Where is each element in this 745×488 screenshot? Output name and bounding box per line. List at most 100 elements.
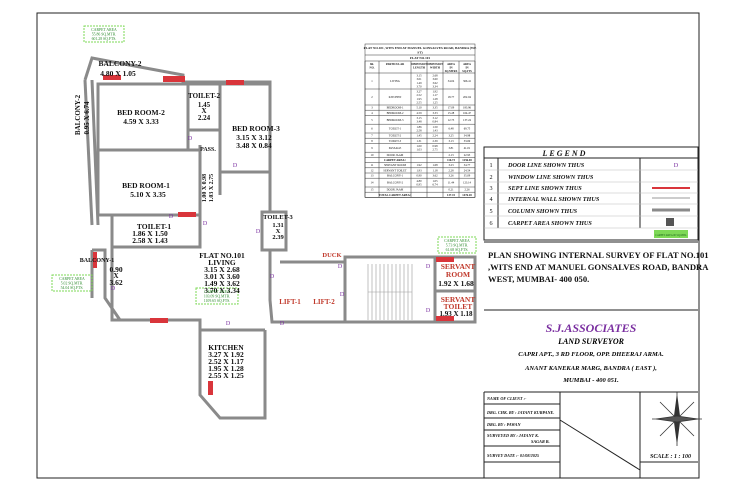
table-cell: 41.01 <box>464 146 471 150</box>
table-cell: 6 <box>371 127 373 131</box>
drawn-by: DRG. BY : PAWAN <box>486 422 521 427</box>
firm-block: S.J.ASSOCIATES LAND SURVEYOR CAPRI APT.,… <box>518 321 664 384</box>
windows <box>93 75 454 395</box>
legend-title: LEGEND <box>542 149 588 158</box>
room-balcony1-dim-b: 3.62 <box>109 278 122 287</box>
door-marker: D <box>270 274 275 280</box>
table-cell: 202.04 <box>463 95 472 99</box>
carpet-note-servant-2: 5.73 SQ.MTR. <box>446 244 469 248</box>
table-title: ST) <box>417 51 422 55</box>
table-cell: 2.58 <box>416 128 422 132</box>
table-cell: 12.75 <box>448 118 455 122</box>
room-servant-label: SERVANT <box>441 262 476 271</box>
legend-item-text: DOOR LINE SHOWN THUS <box>507 162 585 169</box>
table-cell: 1.93 <box>416 168 422 172</box>
room-toilet2-label: TOILET-2 <box>188 92 220 100</box>
table-cell: 3.26 <box>448 174 454 178</box>
table-cell: 0.95 <box>416 182 422 186</box>
table-header-cell: IN <box>465 67 468 70</box>
room-balcony2-side-label: BALCONY-2 <box>74 94 82 135</box>
table-cell: 3 <box>371 106 373 110</box>
room-bedroom3-label: BED ROOM-3 <box>232 124 280 133</box>
survey-date: SURVEY DATE :- 01/08/2025 <box>487 453 539 458</box>
room-toilet3-label: TOILET-3 <box>263 214 293 221</box>
table-header-cell: AREA <box>447 63 455 66</box>
room-kitchen-label: KITCHEN <box>208 343 244 352</box>
table-cell: 1.25 <box>432 100 438 104</box>
door-marker: D <box>226 321 231 327</box>
table-cell: 3.62 <box>432 81 438 85</box>
table-cell: LIVING <box>390 79 400 83</box>
table-cell: 4 <box>371 111 373 115</box>
carpet-note-top-2: 55.86 SQ.MTR. <box>92 33 117 37</box>
client-label: NAME OF CLIENT :- <box>486 396 527 401</box>
table-cell: 3.62 <box>432 174 438 178</box>
legend-item-no: 4 <box>489 196 492 203</box>
table-title: FLAT NO.101 ,WITS END AT MANUEL GONSALVE… <box>364 46 477 50</box>
table-cell: 1256.48 <box>462 158 472 162</box>
legend-item-no: 1 <box>489 162 492 169</box>
legend-item-text: CARPET AREA SHOWN THUS <box>508 220 592 227</box>
room-pass-dim-b: 1.03 X 2.75 <box>209 174 215 202</box>
room-toilet3-dim-x: X <box>276 228 281 235</box>
table-cell: TOTAL CARPET AREA= <box>379 193 412 197</box>
table-cell: TOILET-3 <box>389 139 402 143</box>
table-cell: 3.34 <box>432 84 438 88</box>
room-servant-dims: 1.92 X 1.68 <box>438 279 474 288</box>
legend-item-sym: CARPET AREA 00 SQ.MTR. <box>655 234 687 237</box>
room-toilet2-dim-b: 2.24 <box>198 114 211 122</box>
table-cell: 2.52 <box>416 93 422 97</box>
walls <box>83 56 477 420</box>
lift2-label: LIFT-2 <box>313 298 335 306</box>
north-arrow-icon <box>652 392 702 446</box>
room-servant-sub: ROOM <box>446 270 470 279</box>
table-cell: 3.01 <box>416 77 422 81</box>
table-cell: 1.92 <box>432 90 438 94</box>
duck-label: DUCK <box>322 252 341 259</box>
room-toilet1-label: TOILET-1 <box>137 222 171 231</box>
table-cell: CARPET AREA= <box>384 158 407 162</box>
firm-address-2: ANANT KANEKAR MARG, BANDRA ( EAST ), <box>524 365 657 372</box>
scale-label: SCALE : 1 : 100 <box>650 454 691 460</box>
table-cell: 34.04 <box>448 79 455 83</box>
legend-item-sym: D <box>674 162 679 169</box>
table-cell: 2.24 <box>432 134 438 138</box>
table-cell: 17.09 <box>448 106 455 110</box>
table-cell: 22.93 <box>464 153 471 157</box>
area-table <box>364 43 476 198</box>
carpet-area-notes <box>51 25 477 305</box>
table-subtitle: FLAT NO.101 <box>410 56 430 60</box>
plan-title-line: ,WITS END AT MANUEL GONSALVES ROAD, BAND… <box>488 262 709 272</box>
table-cell: 3.33 <box>432 111 438 115</box>
surveyed-by: SURVEYED BY : JAYANT K. <box>487 433 539 438</box>
firm-address-1: CAPRI APT., 3 RD FLOOR, OPP. DHEERAJ ARM… <box>518 351 664 358</box>
table-cell: BALCONY-1 <box>387 174 404 178</box>
table-cell: 1.45 <box>416 134 422 138</box>
table-cell: 8 <box>371 139 373 143</box>
table-cell: 33.69 <box>464 139 471 143</box>
room-bedroom3-dim-b: 3.48 X 0.84 <box>236 141 272 150</box>
legend-item-no: 5 <box>489 208 492 215</box>
table-cell: 1.28 <box>432 97 438 101</box>
room-bedroom2-label: BED ROOM-2 <box>117 108 165 117</box>
table-cell: 1.50 <box>432 125 438 129</box>
door-marker: D <box>111 286 116 292</box>
table-cell: 1.68 <box>432 163 438 167</box>
table-cell: 18.77 <box>448 95 455 99</box>
legend-item-no: 6 <box>489 220 492 227</box>
area-table-text: FLAT NO.101 ,WITS END AT MANUEL GONSALVE… <box>364 46 477 197</box>
table-cell: PASSAGE <box>389 146 402 150</box>
table-cell: SERVANT ROOM <box>384 163 406 167</box>
table-cell: 6.48 <box>448 127 454 131</box>
room-living-dim-b: 3.01 X 3.60 <box>204 272 240 281</box>
table-cell: 1.18 <box>432 168 438 172</box>
plan-title-line: WEST, MUMBAI- 400 050. <box>488 274 589 284</box>
table-header-cell: LENGTH <box>413 67 426 70</box>
table-cell: 34.98 <box>464 134 471 138</box>
table-cell: 3.25 <box>448 134 454 138</box>
table-cell: 5.10 <box>416 106 422 110</box>
table-cell: 3.81 <box>448 146 454 150</box>
room-living-dim-c: 1.49 X 3.62 <box>204 279 240 288</box>
table-cell: 1.92 <box>416 163 422 167</box>
